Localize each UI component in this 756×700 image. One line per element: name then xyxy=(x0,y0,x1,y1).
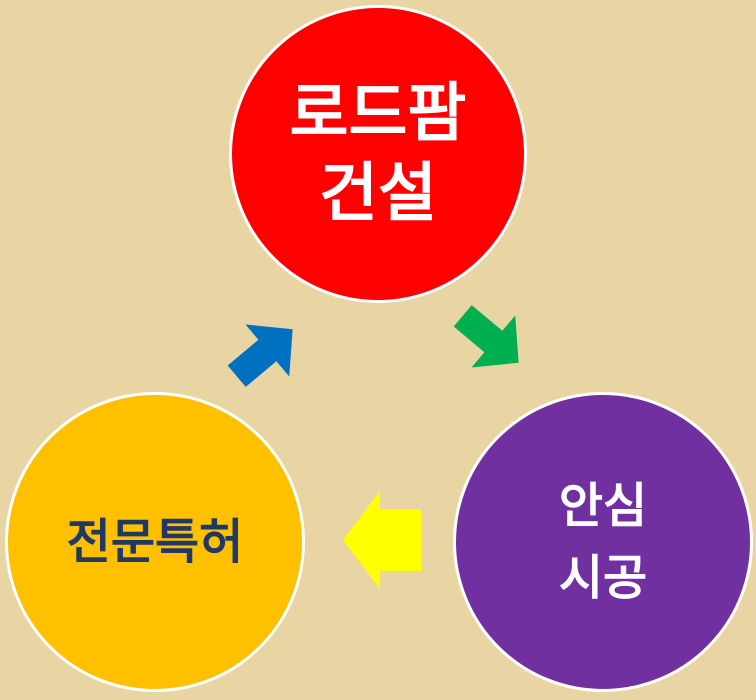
node-roadfarm-line2: 건설 xyxy=(319,157,437,231)
node-patent-label: 전문특허 xyxy=(66,514,244,570)
arrow-right-to-left xyxy=(343,491,421,589)
node-expert-patent: 전문특허 xyxy=(5,392,305,692)
node-safe-line1: 안심 xyxy=(558,478,648,534)
arrow-left-to-top xyxy=(227,324,293,387)
node-safe-construction: 안심 시공 xyxy=(453,392,753,692)
node-roadfarm-line1: 로드팜 xyxy=(289,77,467,151)
node-safe-line2: 시공 xyxy=(558,550,648,606)
node-roadfarm-construction: 로드팜 건설 xyxy=(229,5,527,303)
arrow-top-to-right xyxy=(453,305,519,368)
